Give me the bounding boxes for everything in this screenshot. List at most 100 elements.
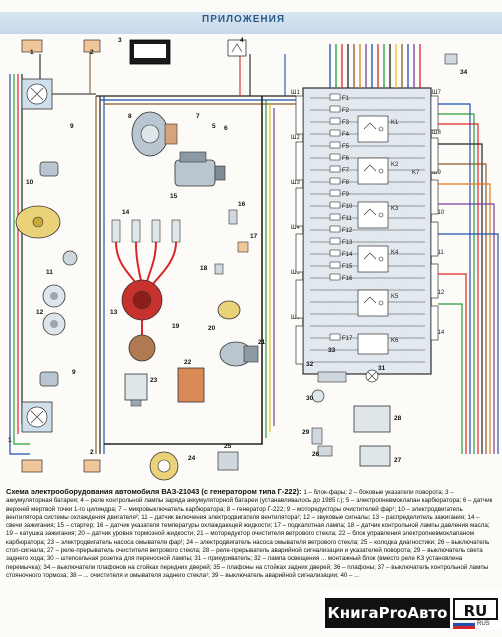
connector-label: Ш5 (291, 270, 300, 276)
label-4: 4 (240, 37, 244, 44)
connector-label: Ш7 (432, 90, 441, 96)
fuse-label: F13 (342, 240, 353, 246)
fuse-label: F12 (342, 228, 353, 234)
label-9-bottom: 9 (72, 369, 76, 376)
label-14: 14 (122, 209, 130, 216)
switch-34 (444, 53, 458, 65)
label-19: 19 (172, 323, 180, 330)
wiring-diagram: F1 F2 F3 F4 F5 F6 F7 F8 F9 F10 F11 F12 F… (8, 37, 499, 481)
label-17: 17 (250, 233, 258, 240)
fuse-label: F7 (342, 168, 350, 174)
harness-left (9, 74, 296, 455)
wiper-motor (219, 341, 259, 367)
stop-switch-26 (317, 445, 333, 457)
relay-label: K6 (391, 338, 399, 344)
battery (129, 39, 171, 65)
lamp-31 (365, 369, 379, 383)
harness-right-side (438, 103, 499, 454)
connector-blocks (295, 95, 439, 365)
label-16: 16 (238, 201, 246, 208)
fuse-label: F4 (342, 132, 350, 138)
logo-country: RUS (477, 621, 490, 627)
generator (131, 111, 178, 157)
label-24: 24 (188, 455, 196, 462)
connector-label: Ш4 (291, 225, 300, 231)
logo-domain: RU (453, 598, 498, 620)
fuse-label: F15 (342, 264, 353, 270)
temp-sensor (228, 209, 238, 225)
caption: Схема электрооборудования автомобиля ВАЗ… (6, 487, 496, 580)
fuse-label: F10 (342, 204, 353, 210)
caption-title: Схема электрооборудования автомобиля ВАЗ… (6, 487, 302, 496)
label-12: 12 (36, 309, 44, 316)
relay-label: K2 (391, 162, 399, 168)
label-5: 5 (212, 123, 216, 130)
russian-flag-icon (453, 620, 475, 629)
socket-30 (311, 389, 325, 403)
connector-label: Ш9 (432, 170, 441, 176)
publisher-logo: КнигаProАвто RU RUS (323, 590, 502, 630)
reverse-switch-29 (311, 427, 323, 445)
brake-fluid-sensor (217, 300, 241, 320)
relay-label: K4 (391, 250, 399, 256)
caption-body: 1 – блок-фары; 2 – боковые указатели пов… (6, 489, 493, 579)
label-9: 9 (70, 123, 74, 130)
headlight-left-top (21, 78, 53, 110)
side-indicator-bottom (21, 459, 101, 473)
connector-label: Ш14 (432, 330, 445, 336)
connector-label: Ш10 (432, 210, 445, 216)
harness-right (329, 44, 421, 88)
label-33: 33 (328, 347, 336, 354)
fuse-label: F5 (342, 144, 350, 150)
label-1: 1 (30, 49, 34, 56)
fuse-label: F6 (342, 156, 350, 162)
carburetor-control-unit (177, 367, 205, 403)
fan-sensor (62, 250, 78, 266)
label-2-bottom: 2 (90, 449, 94, 456)
relay-label: K7 (412, 170, 420, 176)
headlight-wiper-motor (39, 161, 59, 177)
connector-label: Ш1 (291, 90, 300, 96)
relay-28 (353, 405, 391, 433)
relay-label: K3 (391, 206, 399, 212)
relay-contacts (363, 122, 384, 306)
relay-label: K1 (391, 120, 399, 126)
label-7: 7 (196, 113, 200, 120)
logo-main: КнигаProАвто (325, 598, 450, 628)
cigarette-lighter (317, 371, 347, 383)
label-2: 2 (90, 49, 94, 56)
side-indicator-top (21, 39, 101, 53)
label-26: 26 (312, 451, 320, 458)
label-29: 29 (302, 429, 310, 436)
spark-plugs (111, 219, 181, 243)
fan-motor (15, 205, 61, 239)
connector-label: Ш3 (291, 180, 300, 186)
label-10: 10 (26, 179, 34, 186)
headlight-washer-pump (124, 373, 148, 407)
ignition-coil (128, 334, 156, 362)
fuse-label: F2 (342, 108, 350, 114)
label-20: 20 (208, 325, 216, 332)
fuse-label: F14 (342, 252, 353, 258)
small-component-9b (39, 371, 59, 387)
label-32: 32 (306, 361, 314, 368)
relay-27 (359, 445, 391, 467)
label-13: 13 (110, 309, 118, 316)
label-30: 30 (306, 395, 314, 402)
horn-left (42, 284, 66, 308)
charge-relay (227, 39, 247, 57)
label-31: 31 (378, 365, 386, 372)
fuse-label: F11 (342, 216, 353, 222)
label-3: 3 (118, 37, 122, 44)
oil-pressure-sensor (214, 263, 224, 275)
connector-label: Ш2 (291, 135, 300, 141)
label-28: 28 (394, 415, 402, 422)
fuse-label: F17 (342, 336, 353, 342)
fuse-label: F16 (342, 276, 353, 282)
page-title: ПРИЛОЖЕНИЯ (202, 14, 286, 25)
diagnostic-connector (217, 451, 239, 471)
connector-label: Ш8 (432, 130, 441, 136)
label-23: 23 (150, 377, 158, 384)
distributor (121, 279, 163, 321)
